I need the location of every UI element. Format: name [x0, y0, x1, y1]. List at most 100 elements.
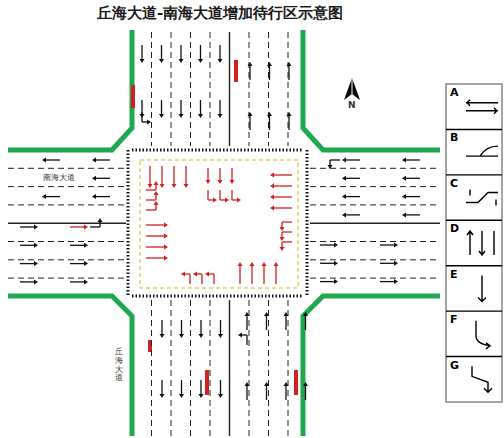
lane-line	[190, 300, 191, 436]
arrow-head	[179, 114, 184, 118]
lane-arrow	[219, 190, 220, 200]
arrow-head	[154, 191, 159, 195]
bus-lane-mark	[294, 370, 298, 395]
arrow-head	[84, 279, 88, 284]
lane-line	[310, 241, 440, 242]
lane-arrow	[146, 199, 156, 200]
lane-arrow	[246, 386, 247, 400]
arrow-head	[402, 212, 406, 217]
arrow-head	[92, 176, 96, 181]
arrow-head	[84, 243, 88, 248]
lane-arrow	[406, 196, 420, 197]
lane-arrow	[266, 316, 267, 330]
arrow-head	[92, 194, 96, 199]
lane-arrow	[155, 205, 156, 210]
arrow-head	[42, 158, 46, 163]
lane-line	[8, 259, 126, 260]
arrow-head	[284, 312, 289, 316]
arrow-head	[248, 62, 253, 66]
arrow-head	[267, 112, 272, 116]
lane-arrow	[239, 266, 240, 284]
lane-arrow	[406, 159, 420, 160]
lane-arrow	[161, 166, 162, 184]
lane-arrow	[346, 196, 360, 197]
lane-line	[229, 32, 230, 146]
lane-arrow	[209, 273, 214, 274]
lane-line	[210, 32, 211, 146]
arrow-head	[334, 261, 338, 266]
lane-arrow	[285, 386, 286, 400]
lane-line	[288, 32, 289, 146]
lane-line	[310, 222, 440, 223]
arrow-head	[34, 225, 38, 230]
arrow-head	[238, 262, 243, 266]
bus-lane-mark	[131, 85, 135, 108]
lane-line	[8, 278, 126, 279]
arrow-head	[280, 247, 285, 251]
lane-arrow	[46, 159, 60, 160]
arrow-head	[198, 59, 203, 63]
lane-arrow	[380, 281, 394, 282]
lane-arrow	[146, 246, 164, 247]
arrow-head	[270, 184, 274, 189]
lane-arrow	[282, 221, 292, 222]
lane-arrow	[213, 274, 214, 284]
lane-arrow	[155, 185, 156, 190]
lane-arrow	[141, 45, 142, 59]
lane-arrow	[201, 274, 202, 284]
lane-arrow	[70, 245, 84, 246]
arrow-head	[303, 382, 308, 386]
lane-arrow	[180, 45, 181, 59]
arrow-head	[270, 206, 274, 211]
arrow-head	[172, 184, 177, 188]
lane-arrow	[181, 320, 182, 334]
arrow-head	[280, 237, 285, 241]
arrow-head	[84, 261, 88, 266]
lane-arrow	[207, 190, 208, 200]
legend-symbol	[467, 231, 494, 255]
arrow-head	[205, 272, 209, 277]
lane-arrow	[141, 100, 142, 114]
arrow-head	[218, 394, 223, 398]
legend-key: F	[450, 313, 458, 326]
lane-arrow	[249, 116, 250, 130]
lane-arrow	[281, 232, 282, 237]
lane-arrow	[149, 166, 150, 184]
arrow-head	[193, 272, 197, 277]
arrow-head	[160, 394, 165, 398]
lane-arrow	[99, 222, 100, 227]
lane-arrow	[142, 121, 147, 122]
stop-line	[127, 150, 130, 296]
arrow-head	[287, 112, 292, 116]
arrow-head	[237, 198, 241, 203]
lane-line	[268, 32, 269, 146]
arrow-head	[159, 114, 164, 118]
lane-arrow	[200, 100, 201, 114]
arrow-head	[164, 256, 168, 261]
arrow-head	[34, 261, 38, 266]
lane-arrow	[285, 316, 286, 330]
arrow-head	[248, 112, 253, 116]
curb	[8, 296, 132, 436]
arrow-head	[164, 245, 168, 250]
arrow-head	[264, 312, 269, 316]
legend-symbol	[472, 366, 492, 392]
lane-line	[249, 32, 250, 146]
lane-arrow	[320, 281, 334, 282]
legend-key: D	[450, 222, 459, 235]
lane-arrow	[249, 66, 250, 80]
lane-arrow	[185, 166, 186, 184]
arrow-head	[267, 62, 272, 66]
legend-key: B	[450, 131, 458, 144]
arrow-head	[402, 194, 406, 199]
lane-arrow	[246, 335, 247, 345]
lane-arrow	[189, 274, 190, 284]
lane-arrow	[231, 190, 232, 200]
arrow-head	[218, 59, 223, 63]
legend-key: E	[450, 268, 458, 281]
lane-line	[8, 204, 126, 205]
arrow-head	[218, 180, 223, 184]
arrow-head	[245, 312, 250, 316]
lane-arrow	[346, 159, 360, 160]
